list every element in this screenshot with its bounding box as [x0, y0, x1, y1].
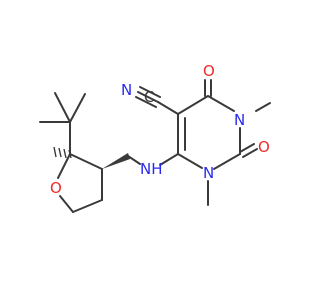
bond-c5ring-o	[59, 195, 74, 213]
bond-cq-me2	[69, 93, 86, 123]
bond-c2-o-a	[239, 143, 255, 153]
bond-nitrile-2	[139, 86, 161, 98]
bond-nitrile-c5	[157, 101, 179, 115]
bond-c2ring-c3	[69, 153, 103, 170]
molecule-structure: N C O N O N NH O	[39, 62, 271, 213]
atom-labels: N C O N O N NH O	[50, 62, 270, 197]
atom-nh-amine: NH	[140, 160, 163, 178]
bond-c2-o-b	[242, 148, 258, 158]
bond-nitrile-1	[137, 91, 159, 103]
atom-n-lower: N	[203, 164, 214, 182]
bond-c6-nh	[159, 153, 179, 166]
bond-c4-n3	[207, 95, 235, 112]
bond-nh-ch2	[127, 155, 141, 165]
atom-o-ring: O	[50, 179, 62, 197]
bond-cq-me1	[54, 92, 71, 123]
bond-nitrile-3	[135, 96, 157, 108]
bond-n3-methyl	[255, 102, 271, 112]
atom-c-nitrile: C	[144, 88, 154, 106]
bond-o-c2ring	[57, 153, 71, 179]
bond-c5-c4	[177, 95, 209, 115]
bond-c2-n1	[213, 153, 241, 170]
bond-n1-c6	[177, 153, 203, 169]
atom-o-top: O	[203, 62, 215, 80]
hash-bond-c2ring-h	[53, 146, 72, 159]
bond-c4ring-c5ring	[72, 199, 103, 213]
atom-n-upper: N	[234, 111, 245, 129]
wedge-bond-c3-ch2	[102, 153, 130, 169]
bonds	[39, 79, 271, 213]
atom-n-nitrile: N	[121, 81, 132, 99]
atom-o-right: O	[258, 138, 270, 156]
